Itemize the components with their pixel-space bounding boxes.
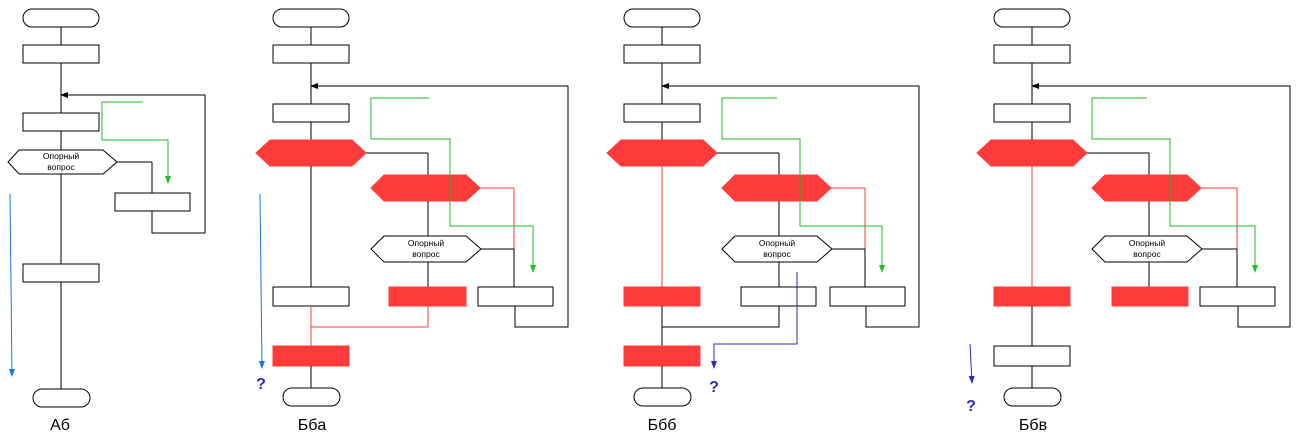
- green-path-arrow: [370, 97, 536, 273]
- highlighted-decision: [721, 174, 832, 202]
- start-terminal: [623, 8, 701, 28]
- process-box: [829, 286, 906, 307]
- highlighted-process: [993, 286, 1071, 307]
- process-box: [623, 103, 701, 123]
- loop-back-line: [661, 83, 920, 328]
- question-label-line2: вопрос: [412, 249, 440, 259]
- unknown-mark: ?: [709, 379, 719, 396]
- question-label-line1: Опорный: [759, 238, 795, 248]
- question-label-line1: Опорный: [1129, 238, 1165, 248]
- reference-question-decision: [7, 149, 118, 175]
- process-box: [993, 44, 1071, 64]
- blue-path-arrow: [258, 193, 265, 369]
- diagram-caption: Ббв: [1019, 417, 1047, 434]
- highlighted-decision: [976, 139, 1088, 167]
- process-box: [272, 286, 350, 307]
- green-path-arrow: [1091, 97, 1258, 273]
- highlighted-process: [272, 345, 350, 367]
- highlighted-decision: [606, 139, 718, 167]
- question-label-line1: Опорный: [43, 151, 79, 161]
- reference-question-decision: [370, 235, 482, 263]
- start-terminal: [993, 8, 1071, 28]
- process-box: [114, 192, 191, 212]
- diagram-b6a: [255, 8, 569, 407]
- process-box: [1199, 286, 1276, 307]
- highlighted-process: [1111, 286, 1189, 307]
- loop-back-line: [1031, 83, 1291, 328]
- highlighted-process: [623, 345, 701, 367]
- highlighted-process: [623, 286, 701, 307]
- end-terminal: [633, 387, 692, 407]
- process-box: [22, 112, 100, 132]
- process-box: [272, 44, 350, 64]
- diagram-caption: Ббa: [298, 417, 327, 434]
- blue-path-arrow: [711, 272, 798, 369]
- process-box: [272, 103, 350, 123]
- process-box: [477, 286, 554, 307]
- question-label-line1: Опорный: [408, 238, 444, 248]
- reference-question-decision: [721, 235, 833, 263]
- diagram-a6: [7, 8, 206, 408]
- end-terminal: [32, 388, 91, 408]
- green-path-arrow: [721, 97, 885, 273]
- question-label-line2: вопрос: [1133, 249, 1161, 259]
- highlighted-decision: [370, 174, 481, 202]
- reference-question-decision: [1091, 235, 1203, 263]
- process-box: [623, 44, 701, 64]
- process-box: [740, 286, 817, 307]
- highlighted-decision: [255, 139, 367, 167]
- question-label-line2: вопрос: [47, 162, 75, 172]
- end-terminal: [1003, 387, 1062, 407]
- unknown-mark: ?: [966, 398, 976, 415]
- process-box: [22, 44, 100, 64]
- green-path-arrow: [101, 101, 171, 184]
- highlighted-decision: [1091, 174, 1202, 202]
- diagram-b6v: [968, 8, 1291, 407]
- process-box: [993, 103, 1071, 123]
- blue-path-arrow: [8, 193, 15, 377]
- end-terminal: [282, 387, 341, 407]
- start-terminal: [22, 8, 100, 28]
- loop-back-line: [60, 92, 206, 234]
- unknown-mark: ?: [256, 376, 266, 393]
- loop-back-line: [310, 83, 569, 328]
- process-box: [993, 345, 1071, 367]
- start-terminal: [272, 8, 350, 28]
- diagram-caption: Ббб: [648, 417, 677, 434]
- blue-path-arrow: [968, 343, 975, 384]
- highlighted-process: [388, 286, 467, 307]
- process-box: [22, 263, 100, 283]
- diagram-b6b: [606, 8, 920, 407]
- question-label-line2: вопрос: [763, 249, 791, 259]
- diagram-caption: Аб: [50, 417, 70, 434]
